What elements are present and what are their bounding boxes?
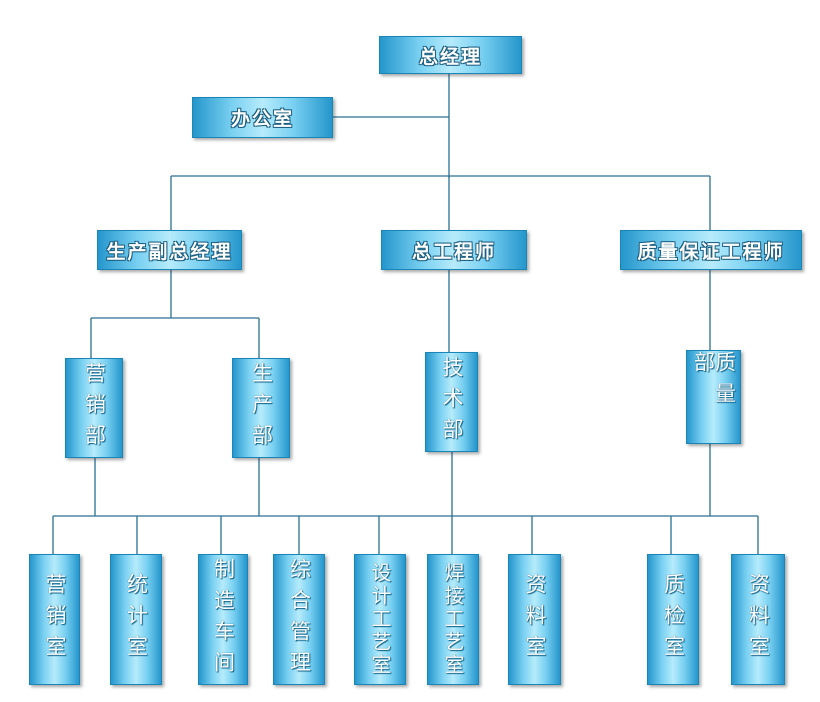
technical-archive-office-label: 资料室 xyxy=(523,573,547,666)
technology-department-label: 技术部 xyxy=(440,355,464,449)
chief-engineer-label: 总工程师 xyxy=(411,240,496,263)
general-management-label: 综合管理 xyxy=(287,557,312,682)
sales-office-box: 营销室 xyxy=(29,554,80,685)
quality-inspection-office-label: 质检室 xyxy=(661,573,686,666)
quality-archive-office-label: 资料室 xyxy=(746,573,771,666)
welding-process-office-label: 焊接工艺室 xyxy=(441,562,465,677)
production-deputy-gm-box: 生产副总经理 xyxy=(97,230,242,270)
production-department-box: 生产部 xyxy=(232,358,290,458)
manufacturing-shop-label: 制造车间 xyxy=(211,557,236,682)
statistics-office-label: 统计室 xyxy=(124,573,149,666)
general-manager-label: 总经理 xyxy=(418,45,482,68)
chief-engineer-box: 总工程师 xyxy=(381,230,527,270)
office-box: 办公室 xyxy=(192,97,333,138)
production-deputy-gm-label: 生产副总经理 xyxy=(106,240,233,263)
sales-department-box: 营销部 xyxy=(65,358,123,458)
manufacturing-shop-box: 制造车间 xyxy=(198,554,248,685)
technical-archive-office-box: 资料室 xyxy=(508,554,561,685)
sales-department-label: 营销部 xyxy=(82,361,107,455)
quality-archive-office-box: 资料室 xyxy=(731,554,785,685)
sales-office-label: 营销室 xyxy=(43,573,67,666)
quality-inspection-office-box: 质检室 xyxy=(647,554,699,685)
general-management-box: 综合管理 xyxy=(273,554,325,685)
quality-department-label: 质量部 xyxy=(691,351,737,413)
general-manager-box: 总经理 xyxy=(379,36,522,74)
design-process-office-box: 设计工艺室 xyxy=(354,554,406,685)
design-process-office-label: 设计工艺室 xyxy=(368,562,392,677)
technology-department-box: 技术部 xyxy=(425,352,478,452)
quality-department-box: 质量部 xyxy=(686,350,741,444)
quality-assurance-engineer-label: 质量保证工程师 xyxy=(637,240,785,263)
welding-process-office-box: 焊接工艺室 xyxy=(427,554,479,685)
production-department-label: 生产部 xyxy=(249,361,274,455)
quality-assurance-engineer-box: 质量保证工程师 xyxy=(620,230,802,270)
office-label: 办公室 xyxy=(230,108,294,130)
statistics-office-box: 统计室 xyxy=(110,554,162,685)
